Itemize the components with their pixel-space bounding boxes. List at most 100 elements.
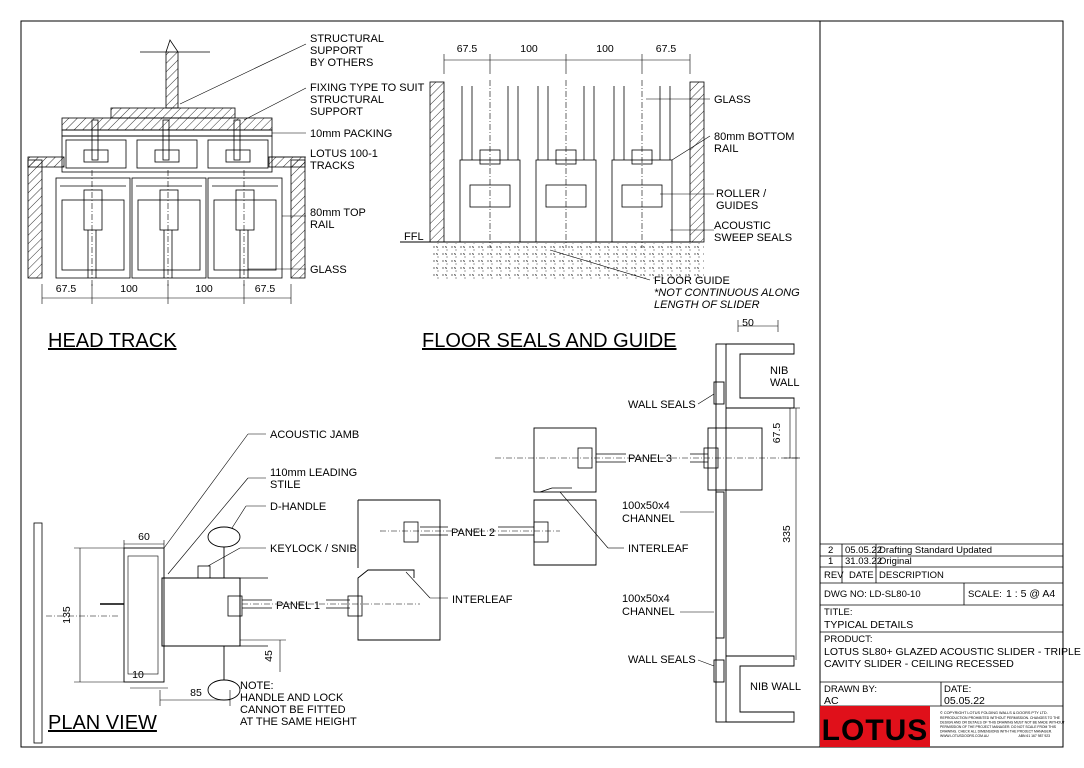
copyright-line-6: WWW.LOTUSDOORS.COM.AU	[940, 734, 989, 738]
label-structural-support-1: STRUCTURAL	[310, 33, 384, 45]
copyright-line-4: PERMISSION OF THE PROJECT MANAGER. DO NO…	[940, 725, 1057, 729]
label-top-rail-1: 80mm TOP	[310, 207, 366, 219]
copyright-line-7: ABN 61 167 987 923	[1019, 734, 1051, 738]
title-block	[820, 543, 1063, 707]
title-label: TITLE:	[824, 607, 853, 618]
label-bottom-rail-1: 80mm BOTTOM	[714, 131, 794, 143]
head-dim-4: 67.5	[255, 283, 276, 295]
plan-dim-85: 85	[190, 687, 202, 699]
label-channel-2b: CHANNEL	[622, 606, 675, 618]
label-nib-wall-1b: WALL	[770, 377, 800, 389]
label-acoustic-jamb: ACOUSTIC JAMB	[270, 429, 359, 441]
label-wall-seals-1: WALL SEALS	[628, 399, 696, 411]
label-nib-wall-2: NIB WALL	[750, 681, 801, 693]
lotus-logo-text: LOTUS	[822, 714, 929, 747]
plan-dim-60: 60	[138, 531, 150, 543]
sheet-border	[20, 20, 1064, 748]
copyright-line-1: © COPYRIGHT LOTUS FOLDING WALLS & DOORS …	[940, 711, 1048, 715]
revision-table: 2 05.05.22 Drafting Standard Updated 1 3…	[824, 545, 992, 581]
plan-note-3: CANNOT BE FITTED	[240, 704, 346, 716]
head-dim-1: 67.5	[56, 283, 77, 295]
plan-view-detail: 60 135 45 10 85 50 67.5 335 ACOUSTIC JAM…	[33, 317, 801, 744]
label-wall-seals-2: WALL SEALS	[628, 654, 696, 666]
plan-dim-67: 67.5	[771, 423, 783, 444]
floor-seals-detail: 67.5 100 100 67.5	[400, 43, 800, 352]
scale-value: 1 : 5 @ A4	[1006, 588, 1055, 600]
copyright-line-5: DRAWING. CHECK ALL DIMENSIONS WITH THE P…	[940, 730, 1052, 734]
drawn-by-value: AC	[824, 695, 839, 707]
label-stile-1: 110mm LEADING	[270, 467, 357, 479]
label-stile-2: STILE	[270, 479, 301, 491]
label-sweep-1: ACOUSTIC	[714, 220, 771, 232]
plan-dim-45: 45	[263, 650, 275, 662]
label-structural-support-3: BY OTHERS	[310, 57, 373, 69]
copyright-line-3: DESIGN AND OR DETAILS OF THIS DRAWING MU…	[940, 721, 1065, 725]
label-d-handle: D-HANDLE	[270, 501, 326, 513]
label-fixing-2: STRUCTURAL	[310, 94, 384, 106]
label-panel-3: PANEL 3	[628, 453, 672, 465]
label-interleaf-2: INTERLEAF	[628, 543, 689, 555]
label-nib-wall-1a: NIB	[770, 365, 788, 377]
copyright-notice: © COPYRIGHT LOTUS FOLDING WALLS & DOORS …	[940, 711, 1065, 738]
label-interleaf-1: INTERLEAF	[452, 594, 513, 606]
label-ffl: FFL	[404, 231, 424, 243]
rev-header-rev: REV	[824, 570, 844, 581]
label-sweep-2: SWEEP SEALS	[714, 232, 792, 244]
rev-2: 2	[828, 545, 833, 556]
label-roller-1: ROLLER /	[716, 188, 767, 200]
floor-dim-4: 67.5	[656, 43, 677, 55]
label-keylock: KEYLOCK / SNIB	[270, 543, 357, 555]
rev-1: 1	[828, 556, 833, 567]
product-line-1: LOTUS SL80+ GLAZED ACOUSTIC SLIDER - TRI…	[824, 646, 1081, 658]
lotus-logo	[820, 706, 930, 747]
label-panel-1: PANEL 1	[276, 600, 320, 612]
floor-title: FLOOR SEALS AND GUIDE	[422, 330, 677, 352]
head-dim-2: 100	[120, 283, 138, 295]
label-tracks-1: LOTUS 100-1	[310, 148, 378, 160]
label-floor-guide: FLOOR GUIDE	[654, 275, 730, 287]
plan-note-1: NOTE:	[240, 680, 274, 692]
rev-header-date: DATE	[849, 570, 874, 581]
dwg-no: DWG NO: LD-SL80-10	[824, 589, 921, 600]
product-line-2: CAVITY SLIDER - CEILING RECESSED	[824, 658, 1014, 670]
date-label: DATE:	[944, 684, 971, 695]
rev-2-desc: Drafting Standard Updated	[879, 545, 992, 556]
label-roller-2: GUIDES	[716, 200, 758, 212]
label-packing: 10mm PACKING	[310, 128, 392, 140]
label-channel-1a: 100x50x4	[622, 500, 670, 512]
rev-2-date: 05.05.22	[845, 545, 882, 556]
rev-1-date: 31.03.22	[845, 556, 882, 567]
label-structural-support-2: SUPPORT	[310, 45, 363, 57]
label-head-glass: GLASS	[310, 264, 347, 276]
date-value: 05.05.22	[944, 695, 985, 707]
floor-dim-3: 100	[596, 43, 614, 55]
label-top-rail-2: RAIL	[310, 219, 334, 231]
label-fixing-3: SUPPORT	[310, 106, 363, 118]
head-dim-3: 100	[195, 283, 213, 295]
label-floor-note-1: *NOT CONTINUOUS ALONG	[654, 287, 800, 299]
label-channel-1b: CHANNEL	[622, 513, 675, 525]
label-fixing-1: FIXING TYPE TO SUIT	[310, 82, 425, 94]
scale-label: SCALE:	[968, 589, 1002, 600]
floor-dim-2: 100	[520, 43, 538, 55]
label-channel-2a: 100x50x4	[622, 593, 670, 605]
head-track-detail: 67.5 100 100 67.5 STRUCTURAL SUPPORT BY …	[27, 33, 425, 352]
floor-dim-1: 67.5	[457, 43, 478, 55]
label-tracks-2: TRACKS	[310, 160, 355, 172]
label-floor-note-2: LENGTH OF SLIDER	[654, 299, 760, 311]
plan-dim-135: 135	[61, 606, 73, 624]
plan-dim-10: 10	[132, 669, 144, 681]
plan-view-title: PLAN VIEW	[48, 712, 157, 734]
label-panel-2: PANEL 2	[451, 527, 495, 539]
title-value: TYPICAL DETAILS	[824, 619, 913, 631]
label-bottom-rail-2: RAIL	[714, 143, 738, 155]
plan-dim-335: 335	[781, 525, 793, 543]
plan-note-2: HANDLE AND LOCK	[240, 692, 344, 704]
plan-dim-50: 50	[742, 317, 754, 329]
head-track-title: HEAD TRACK	[48, 330, 177, 352]
label-floor-glass: GLASS	[714, 94, 751, 106]
copyright-line-2: REPRODUCTION PROHIBITED WITHOUT PERMISSI…	[940, 716, 1061, 720]
drawn-by-label: DRAWN BY:	[824, 684, 877, 695]
rev-header-desc: DESCRIPTION	[879, 570, 944, 581]
